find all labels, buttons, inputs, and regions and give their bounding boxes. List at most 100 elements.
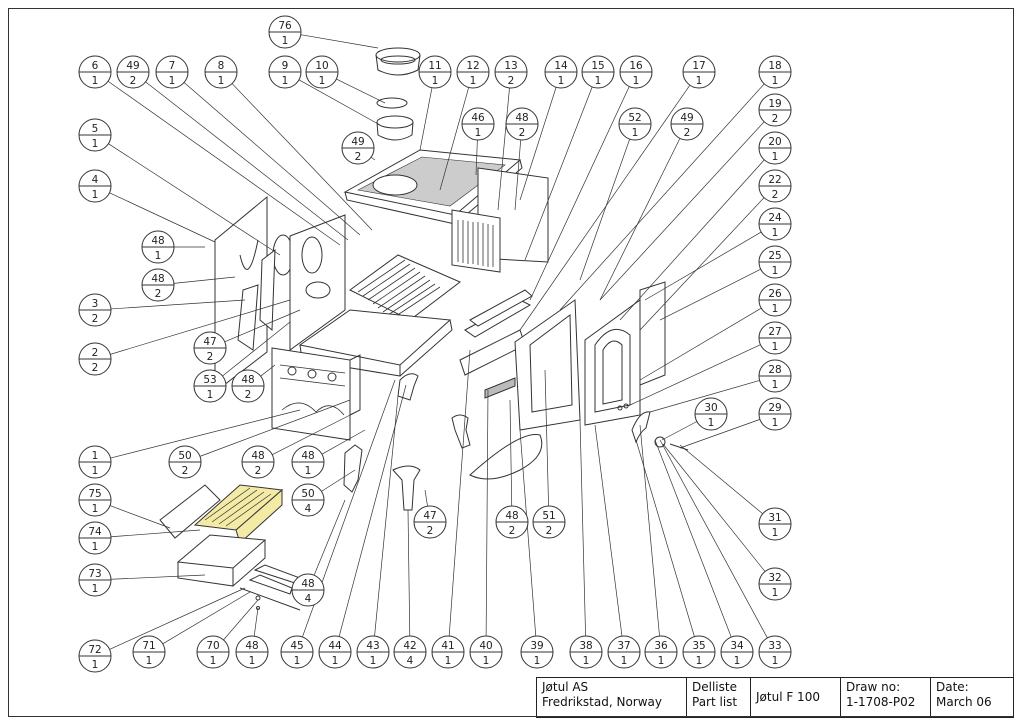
balloon-part-number: 36 xyxy=(654,640,668,652)
balloon-quantity: 1 xyxy=(92,465,99,477)
side-plate-part xyxy=(289,214,346,351)
balloon-quantity: 1 xyxy=(92,75,99,87)
leader-line-32 xyxy=(662,443,766,572)
leader-line-20 xyxy=(619,159,765,321)
balloon-part-number: 34 xyxy=(730,640,744,652)
part-balloon-37: 371 xyxy=(607,635,641,669)
part-balloon-48a: 481 xyxy=(141,230,175,264)
back-plate-part xyxy=(451,167,549,273)
side-heat-shield-part xyxy=(214,195,294,394)
leader-line-75 xyxy=(109,505,171,529)
part-balloon-38: 381 xyxy=(569,635,603,669)
leader-line-39 xyxy=(519,429,537,637)
balloon-part-number: 37 xyxy=(617,640,630,652)
leader-line-70 xyxy=(223,599,259,641)
balloon-part-number: 19 xyxy=(768,98,781,110)
part-balloon-47a: 472 xyxy=(193,331,227,365)
ash-box-part xyxy=(176,534,267,587)
leader-line-47b xyxy=(424,489,428,507)
part-balloon-49c: 492 xyxy=(670,107,704,141)
part-balloon-29: 291 xyxy=(758,397,792,431)
balloon-part-number: 25 xyxy=(768,250,781,262)
balloon-quantity: 2 xyxy=(92,313,99,325)
leader-line-18 xyxy=(559,83,765,311)
leader-line-48e xyxy=(321,429,366,455)
leader-line-16 xyxy=(529,86,630,301)
balloon-part-number: 74 xyxy=(88,526,102,538)
leader-line-37 xyxy=(594,424,623,637)
balloon-quantity: 1 xyxy=(583,655,590,667)
leader-line-46 xyxy=(475,139,478,176)
balloon-quantity: 1 xyxy=(632,127,639,139)
leg-parts xyxy=(343,373,471,511)
title-block: Jøtul AS Fredrikstad, Norway Delliste Pa… xyxy=(536,677,1014,718)
balloon-part-number: 73 xyxy=(88,568,101,580)
balloon-part-number: 46 xyxy=(471,112,485,124)
balloon-part-number: 1 xyxy=(92,450,99,462)
leader-line-49a xyxy=(145,81,349,241)
balloon-quantity: 1 xyxy=(696,655,703,667)
balloon-quantity: 1 xyxy=(305,465,312,477)
leader-line-52 xyxy=(579,138,631,281)
balloon-quantity: 4 xyxy=(407,655,414,667)
balloon-part-number: 70 xyxy=(206,640,219,652)
leader-line-72 xyxy=(109,587,246,650)
part-balloon-40: 401 xyxy=(469,635,503,669)
front-decor-panel-part xyxy=(271,347,361,441)
leader-line-15 xyxy=(524,86,593,261)
balloon-quantity: 1 xyxy=(282,75,289,87)
company-name: Jøtul AS xyxy=(542,680,589,694)
part-balloon-25: 251 xyxy=(758,245,792,279)
balloon-quantity: 1 xyxy=(772,151,779,163)
balloon-quantity: 1 xyxy=(92,583,99,595)
ash-grate-part xyxy=(159,484,284,544)
part-balloon-14: 141 xyxy=(544,55,578,89)
balloon-part-number: 29 xyxy=(768,402,781,414)
date-label: Date: xyxy=(936,680,969,694)
leader-line-35 xyxy=(635,439,695,637)
balloon-part-number: 47 xyxy=(203,336,216,348)
part-balloon-35: 351 xyxy=(682,635,716,669)
balloon-quantity: 2 xyxy=(546,525,553,537)
leader-lines xyxy=(107,34,768,650)
part-balloon-39: 391 xyxy=(520,635,554,669)
balloon-quantity: 1 xyxy=(432,75,439,87)
balloon-part-number: 17 xyxy=(692,60,705,72)
leader-line-51 xyxy=(544,369,549,507)
balloon-part-number: 16 xyxy=(629,60,643,72)
part-balloon-48c: 482 xyxy=(231,369,265,403)
balloon-quantity: 1 xyxy=(210,655,217,667)
balloon-part-number: 52 xyxy=(628,112,641,124)
balloon-quantity: 2 xyxy=(427,525,434,537)
part-balloon-27: 271 xyxy=(758,321,792,355)
part-balloon-10: 101 xyxy=(305,55,339,89)
balloon-part-number: 45 xyxy=(290,640,303,652)
leader-line-12 xyxy=(439,87,470,191)
balloon-part-number: 53 xyxy=(203,374,216,386)
balloon-quantity: 1 xyxy=(558,75,565,87)
part-balloon-19: 192 xyxy=(758,93,792,127)
drawing-frame xyxy=(8,8,1014,716)
leader-line-42 xyxy=(407,509,411,637)
part-balloon-48h: 482 xyxy=(495,505,529,539)
part-balloon-11: 111 xyxy=(418,55,452,89)
balloon-quantity: 1 xyxy=(92,659,99,671)
balloon-quantity: 1 xyxy=(92,189,99,201)
balloon-quantity: 1 xyxy=(445,655,452,667)
balloon-quantity: 1 xyxy=(155,250,162,262)
leader-line-50b xyxy=(321,469,356,492)
product-cell: Jøtul F 100 xyxy=(751,678,841,717)
part-balloon-33: 331 xyxy=(758,635,792,669)
part-balloon-48i: 482 xyxy=(505,107,539,141)
leader-line-48b xyxy=(173,276,236,284)
leader-line-40 xyxy=(485,389,489,637)
leader-line-6 xyxy=(107,80,341,246)
balloon-part-number: 24 xyxy=(768,212,782,224)
draw-no-label: Draw no: xyxy=(846,680,901,694)
balloon-quantity: 1 xyxy=(207,389,214,401)
part-balloon-74: 741 xyxy=(78,521,112,555)
leader-line-25 xyxy=(659,268,761,321)
balloon-part-number: 18 xyxy=(768,60,781,72)
part-balloon-48f: 481 xyxy=(235,635,269,669)
balloon-quantity: 1 xyxy=(595,75,602,87)
